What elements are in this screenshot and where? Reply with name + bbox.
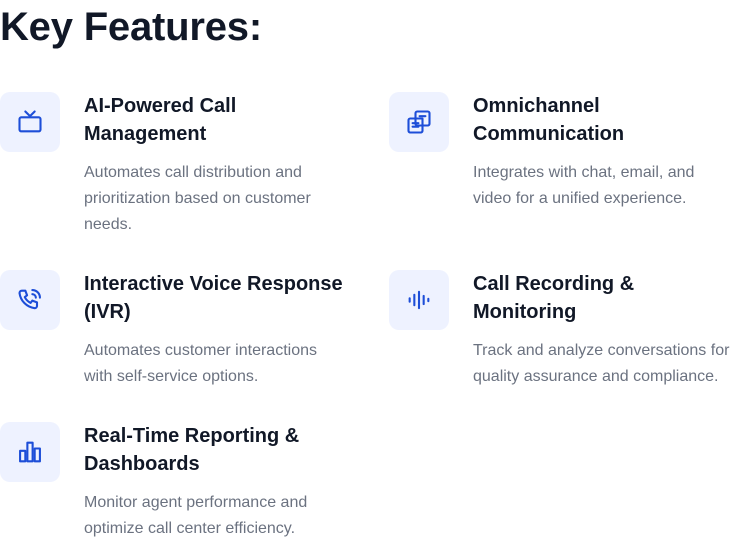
feature-description: Monitor agent performance and optimize c…	[84, 494, 308, 537]
feature-title: Real-Time Reporting & Dashboards	[84, 425, 300, 475]
feature-icon-box	[0, 92, 60, 152]
feature-icon-box	[0, 270, 60, 330]
feature-title: AI-Powered Call Management	[84, 95, 237, 145]
feature-description: Automates customer interactions with sel…	[84, 342, 317, 385]
feature-description: Track and analyze conversations for qual…	[473, 342, 730, 385]
page-title: Key Features:	[0, 5, 262, 49]
feature-icon-box	[389, 92, 449, 152]
feature-title: Interactive Voice Response (IVR)	[84, 273, 343, 323]
feature-description: Automates call distribution and prioriti…	[84, 164, 311, 233]
copy-document-icon	[405, 108, 433, 136]
feature-icon-box	[389, 270, 449, 330]
feature-icon-box	[0, 422, 60, 482]
phone-call-icon	[16, 286, 44, 314]
tv-icon	[16, 108, 44, 136]
audio-waveform-icon	[405, 286, 433, 314]
feature-title: Omnichannel Communication	[473, 95, 625, 145]
feature-description: Integrates with chat, email, and video f…	[473, 164, 695, 207]
bar-chart-icon	[16, 438, 44, 466]
feature-title: Call Recording & Monitoring	[473, 273, 635, 323]
